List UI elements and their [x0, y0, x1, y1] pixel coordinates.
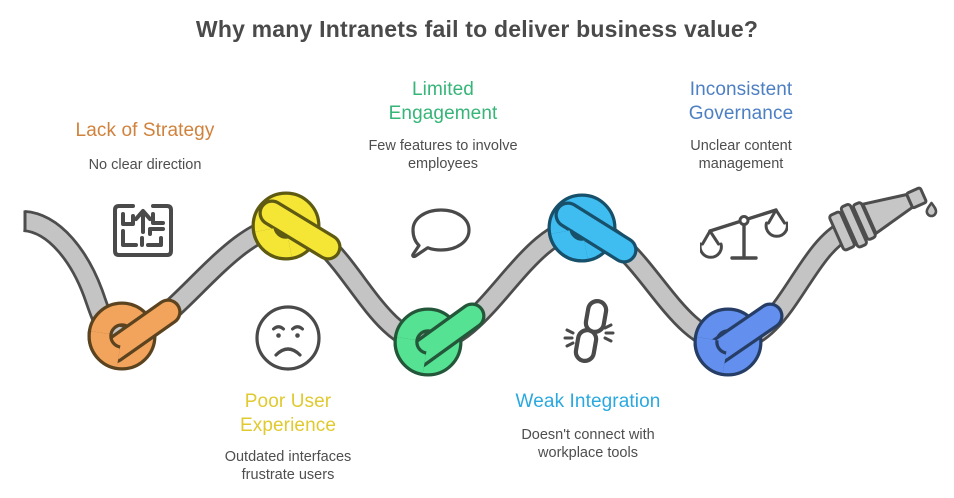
heading-inconsistent-governance: Inconsistent Governance: [688, 79, 794, 124]
description-limited-engagement: Few features to involve employees: [368, 138, 518, 172]
sad-face-icon: [255, 305, 321, 371]
heading-weak-integration: Weak Integration: [515, 391, 661, 412]
description-weak-integration: Doesn't connect with workplace tools: [521, 427, 655, 461]
broken-link-icon: [563, 298, 615, 364]
description-inconsistent-governance: Unclear content management: [690, 138, 792, 172]
knot-weak-integration: [547, 193, 638, 264]
speech-bubble-icon: [411, 208, 471, 259]
droplet-icon: [925, 201, 938, 218]
knot-limited-engagement: [393, 302, 486, 377]
knot-poor-user-experience: [251, 191, 342, 261]
description-poor-user-experience: Outdated interfaces frustrate users: [224, 449, 352, 483]
nozzle-icon: [828, 186, 928, 252]
knot-lack-of-strategy: [87, 298, 182, 371]
knot-inconsistent-governance: [693, 302, 784, 377]
heading-poor-user-experience: Poor User Experience: [239, 391, 337, 436]
page-title: Why many Intranets fail to deliver busin…: [195, 16, 759, 42]
heading-lack-of-strategy: Lack of Strategy: [75, 120, 215, 141]
maze-icon: [113, 204, 173, 257]
scales-icon: [700, 208, 788, 260]
description-lack-of-strategy: No clear direction: [88, 157, 202, 173]
heading-limited-engagement: Limited Engagement: [388, 79, 498, 124]
